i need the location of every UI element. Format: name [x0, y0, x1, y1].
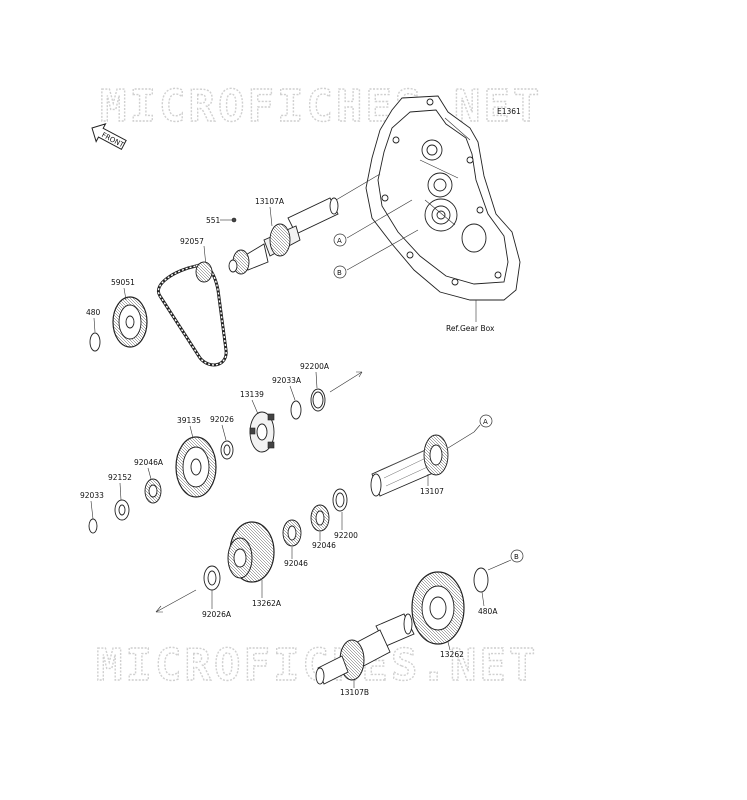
label-92152: 92152: [108, 473, 132, 482]
sprocket-59051: [112, 296, 148, 348]
label-92046a: 92046A: [134, 458, 164, 467]
diagram-code: E1361: [497, 107, 521, 116]
callout-b-ring-label: B: [514, 553, 519, 561]
chain-92057: [156, 261, 228, 367]
label-92033a: 92033A: [272, 376, 302, 385]
label-13262a: 13262A: [252, 599, 282, 608]
callout-b: [333, 265, 347, 279]
callout-a: [333, 233, 347, 247]
ring-92033a: [290, 400, 302, 420]
callout-a-label: A: [337, 237, 342, 245]
gear-13262: [411, 571, 465, 645]
label-13107a: 13107A: [255, 197, 285, 206]
ring-480: [89, 332, 101, 352]
label-92046-right: 92046: [312, 541, 336, 550]
label-92057: 92057: [180, 237, 204, 246]
callout-b-label: B: [337, 269, 342, 277]
callout-b-ring: [510, 549, 524, 563]
label-13262: 13262: [440, 650, 464, 659]
label-551: 551: [206, 216, 221, 225]
pin-551: [231, 217, 237, 223]
label-480: 480: [86, 308, 101, 317]
watermark-top: MICROFICHES.NET: [100, 81, 542, 132]
label-92046-left: 92046: [284, 559, 308, 568]
label-92200: 92200: [334, 531, 358, 540]
label-39135: 39135: [177, 416, 201, 425]
bearing-92046a: [144, 478, 162, 504]
label-59051: 59051: [111, 278, 135, 287]
ref-gear-box-label: Ref.Gear Box: [446, 324, 495, 333]
gear-39135: [175, 436, 217, 498]
gear-13262a: [227, 521, 275, 583]
shaft-13107b: [315, 613, 415, 685]
dog-13139: [249, 411, 275, 453]
gear-box-housing: [365, 95, 521, 301]
callout-a-shaft-label: A: [483, 418, 488, 426]
watermark-bottom: MICROFICHES.NET: [96, 640, 538, 691]
label-92033: 92033: [80, 491, 104, 500]
callout-a-shaft: [479, 414, 493, 428]
label-92026: 92026: [210, 415, 234, 424]
label-480a: 480A: [478, 607, 498, 616]
bearing-92046-right: [310, 504, 330, 532]
label-92026a: 92026A: [202, 610, 232, 619]
label-13107b: 13107B: [340, 688, 369, 697]
label-92200a: 92200A: [300, 362, 330, 371]
bearing-92046-left: [282, 519, 302, 547]
ring-92033: [88, 518, 98, 534]
ring-480a: [473, 567, 489, 593]
shaft-13107: [370, 431, 475, 497]
shaft-13107a: [228, 197, 339, 275]
label-13107: 13107: [420, 487, 444, 496]
label-13139: 13139: [240, 390, 264, 399]
